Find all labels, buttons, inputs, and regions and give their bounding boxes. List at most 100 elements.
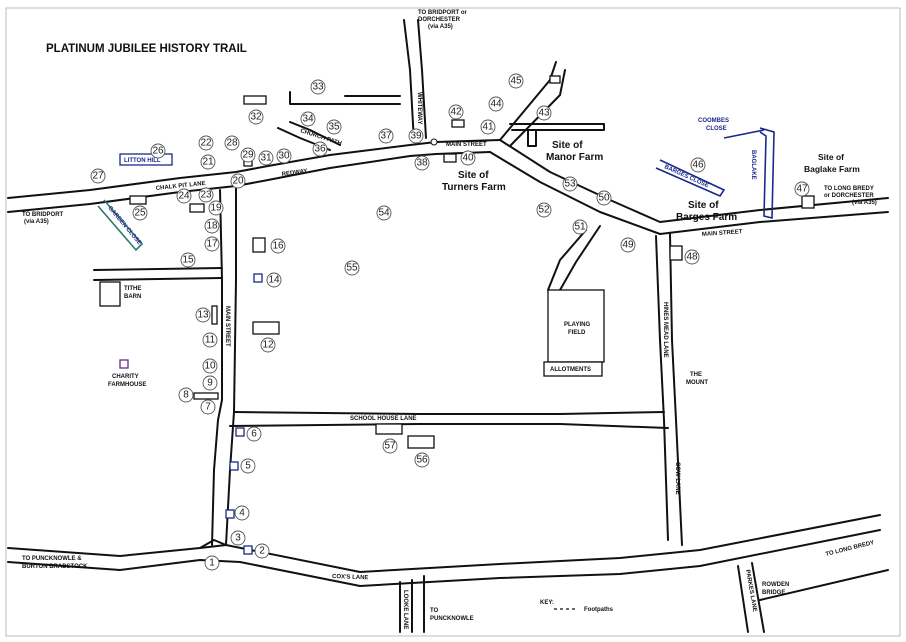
- svg-text:6: 6: [251, 429, 257, 440]
- marker-2[interactable]: 2: [254, 543, 270, 559]
- label-footpaths: Footpaths: [584, 607, 614, 613]
- svg-text:9: 9: [207, 378, 213, 389]
- building-56: [407, 435, 435, 449]
- marker-56[interactable]: 56: [414, 452, 430, 468]
- label-baglake: BAGLAKE: [750, 150, 756, 180]
- marker-52[interactable]: 52: [536, 202, 552, 218]
- svg-text:42: 42: [450, 107, 462, 118]
- marker-18[interactable]: 18: [204, 218, 220, 234]
- label-whiteway: WHITEWAY: [416, 92, 422, 124]
- label-to-puncknowle-left-2: BURTON BRADSTOCK: [22, 564, 88, 570]
- marker-19[interactable]: 19: [208, 200, 224, 216]
- marker-49[interactable]: 49: [620, 237, 636, 253]
- marker-4[interactable]: 4: [234, 505, 250, 521]
- road-main-street-se-a: [489, 151, 889, 235]
- label-rowden-bridge-2: BRIDGE: [762, 590, 785, 596]
- marker-16[interactable]: 16: [270, 238, 286, 254]
- marker-51[interactable]: 51: [572, 219, 588, 235]
- church-circle: [430, 138, 438, 146]
- svg-text:49: 49: [622, 240, 634, 251]
- marker-34[interactable]: 34: [300, 111, 316, 127]
- marker-1[interactable]: 1: [204, 555, 220, 571]
- road-chalk-pit-lane-south: [7, 151, 491, 213]
- road-coxs-lane-n: [7, 514, 881, 573]
- label-coombes-close: COOMBES: [698, 118, 729, 124]
- label-to-long-bredy-right: TO LONG BREDY: [824, 186, 874, 192]
- svg-text:57: 57: [384, 441, 396, 452]
- marker-20[interactable]: 20: [230, 173, 246, 189]
- svg-text:26: 26: [152, 146, 164, 157]
- marker-53[interactable]: 53: [562, 176, 578, 192]
- marker-38[interactable]: 38: [414, 155, 430, 171]
- marker-39[interactable]: 39: [408, 128, 424, 144]
- marker-10[interactable]: 10: [202, 358, 218, 374]
- marker-41[interactable]: 41: [480, 119, 496, 135]
- marker-11[interactable]: 11: [202, 332, 218, 348]
- label-litton-hill: LITTON HILL: [124, 158, 161, 164]
- marker-40[interactable]: 40: [460, 150, 476, 166]
- marker-54[interactable]: 54: [376, 205, 392, 221]
- svg-text:16: 16: [272, 241, 284, 252]
- marker-22[interactable]: 22: [198, 135, 214, 151]
- label-to-long-bredy-right-2: or DORCHESTER: [824, 193, 874, 199]
- marker-32[interactable]: 32: [248, 109, 264, 125]
- road-school-house-lane-n: [233, 411, 665, 415]
- label-coxs-lane: COX'S LANE: [332, 574, 369, 581]
- marker-36[interactable]: 36: [312, 141, 328, 157]
- svg-text:37: 37: [380, 131, 392, 142]
- svg-text:3: 3: [235, 533, 241, 544]
- svg-text:50: 50: [598, 193, 610, 204]
- road-main-street-vertical-e: [225, 185, 237, 546]
- marker-46[interactable]: 46: [690, 157, 706, 173]
- marker-43[interactable]: 43: [536, 105, 552, 121]
- road-whiteway-west: [403, 19, 415, 143]
- marker-21[interactable]: 21: [200, 154, 216, 170]
- marker-15[interactable]: 15: [180, 252, 196, 268]
- marker-6[interactable]: 6: [246, 426, 262, 442]
- marker-12[interactable]: 12: [260, 337, 276, 353]
- marker-47[interactable]: 47: [794, 181, 810, 197]
- marker-5[interactable]: 5: [240, 458, 256, 474]
- label-main-street-right: MAIN STREET: [702, 229, 743, 238]
- marker-50[interactable]: 50: [596, 190, 612, 206]
- building-25: [129, 195, 147, 205]
- label-site-barges-farm: Site of: [688, 200, 719, 211]
- marker-7[interactable]: 7: [200, 399, 216, 415]
- marker-29[interactable]: 29: [240, 147, 256, 163]
- marker-55[interactable]: 55: [344, 260, 360, 276]
- marker-35[interactable]: 35: [326, 119, 342, 135]
- marker-31[interactable]: 31: [258, 150, 274, 166]
- marker-9[interactable]: 9: [202, 375, 218, 391]
- road-main-street-se-b: [499, 139, 889, 223]
- marker-30[interactable]: 30: [276, 148, 292, 164]
- marker-37[interactable]: 37: [378, 128, 394, 144]
- road-north-stub-3: [289, 91, 346, 105]
- svg-text:27: 27: [92, 171, 104, 182]
- marker-13[interactable]: 13: [195, 307, 211, 323]
- marker-8[interactable]: 8: [178, 387, 194, 403]
- road-manor-stub-2: [527, 129, 537, 147]
- marker-57[interactable]: 57: [382, 438, 398, 454]
- road-school-house-lane-s: [229, 423, 669, 429]
- marker-33[interactable]: 33: [310, 79, 326, 95]
- marker-26[interactable]: 26: [150, 143, 166, 159]
- building-32: [243, 95, 267, 105]
- road-playing-field-track-w: [547, 229, 587, 291]
- road-southwest-link: [199, 539, 227, 549]
- svg-text:7: 7: [205, 402, 211, 413]
- marker-25[interactable]: 25: [132, 205, 148, 221]
- marker-48[interactable]: 48: [684, 249, 700, 265]
- marker-24[interactable]: 24: [176, 188, 192, 204]
- coombes-close-road: [723, 129, 765, 139]
- marker-14[interactable]: 14: [266, 272, 282, 288]
- marker-42[interactable]: 42: [448, 104, 464, 120]
- building-8: [193, 392, 219, 400]
- marker-23[interactable]: 23: [198, 187, 214, 203]
- marker-17[interactable]: 17: [204, 236, 220, 252]
- marker-3[interactable]: 3: [230, 530, 246, 546]
- marker-28[interactable]: 28: [224, 135, 240, 151]
- road-church-path-2: [289, 121, 341, 146]
- marker-45[interactable]: 45: [508, 73, 524, 89]
- marker-27[interactable]: 27: [90, 168, 106, 184]
- marker-44[interactable]: 44: [488, 96, 504, 112]
